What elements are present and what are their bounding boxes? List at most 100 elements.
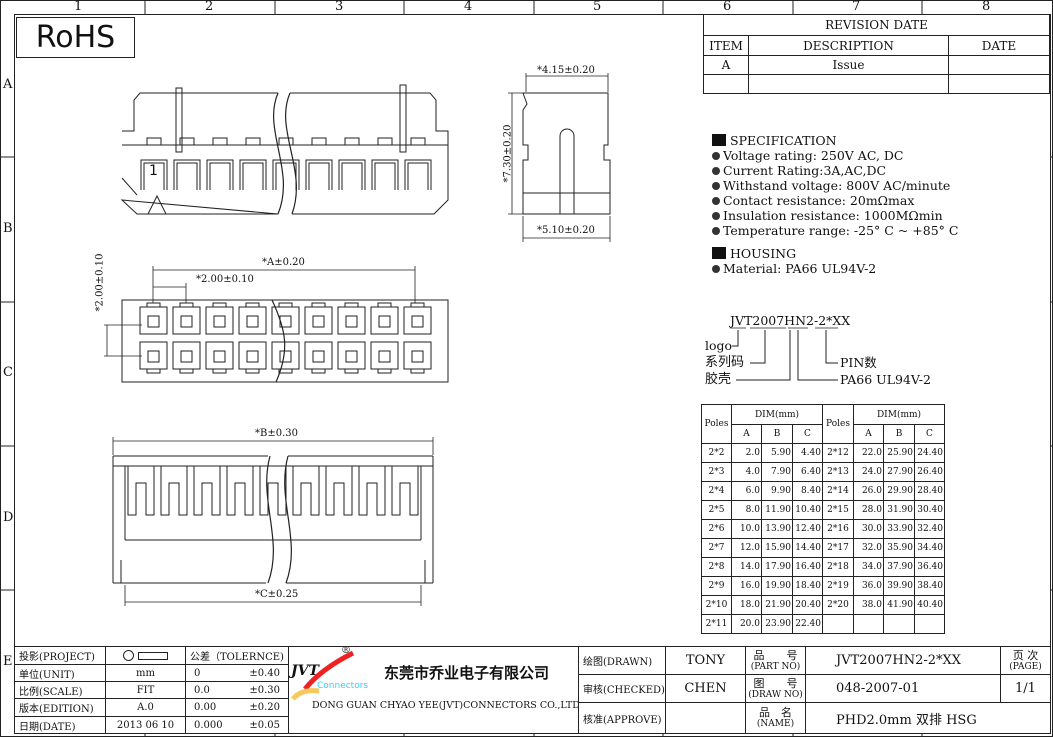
dim-value xyxy=(883,614,915,634)
dim-col-header: A xyxy=(853,424,884,444)
ruler-row-label: C xyxy=(3,365,13,380)
spec-item: Contact resistance: 20mΩmax xyxy=(712,193,958,208)
dim-value: 37.90 xyxy=(883,557,915,577)
housing-material: Material: PA66 UL94V-2 xyxy=(723,261,877,276)
dim-value: 7.90 xyxy=(761,462,793,482)
spec-item-text: Voltage rating: 250V AC, DC xyxy=(723,148,904,163)
part-code: JVT2007HN2-2*XX xyxy=(730,313,851,328)
dim-col-header: C xyxy=(792,424,823,444)
dim-row-pitch: *2.00±0.10 xyxy=(94,253,106,312)
spec-item-text: Temperature range: -25° C ~ +85° C xyxy=(723,223,959,238)
signoff-name xyxy=(665,702,746,734)
dim-value: 36.0 xyxy=(853,576,884,596)
dim-value: 4.40 xyxy=(792,443,823,463)
dim-value: 28.40 xyxy=(914,481,945,501)
title-value: mm xyxy=(105,664,186,682)
ruler-column-label: 6 xyxy=(723,0,732,14)
revision-description: Issue xyxy=(748,55,949,75)
title-label: 日期(DATE) xyxy=(14,716,106,734)
revision-header-item: ITEM xyxy=(703,35,749,56)
poles-value: 2*20 xyxy=(822,595,854,615)
tolerance-row: 0.0±0.30 xyxy=(185,681,289,699)
ruler-row-label: E xyxy=(3,654,13,669)
dim-value: 23.90 xyxy=(761,614,793,634)
poles-value: 2*6 xyxy=(701,519,732,539)
ruler-column-label: 7 xyxy=(852,0,861,14)
field-label-en: (PART NO) xyxy=(750,661,801,672)
company-name-cn: 东莞市乔业电子有限公司 xyxy=(384,664,550,682)
logo-text: JVT xyxy=(291,663,319,679)
dim-value: 25.90 xyxy=(883,443,915,463)
dim-value: 27.90 xyxy=(883,462,915,482)
dim-value: 19.90 xyxy=(761,576,793,596)
revision-item: A xyxy=(703,55,749,75)
signoff-label: 审核(CHECKED) xyxy=(578,674,666,703)
dim-value: 30.40 xyxy=(914,500,945,520)
bullet-icon xyxy=(712,265,720,273)
revision-header-description: DESCRIPTION xyxy=(748,35,949,56)
tolerance-row: 0.000 ±0.05 xyxy=(185,716,289,734)
title-value: A.0 xyxy=(105,698,186,717)
spec-item: Withstand voltage: 800V AC/minute xyxy=(712,178,958,193)
dim-value: 12.0 xyxy=(731,538,762,558)
revision-header-date: DATE xyxy=(948,35,1050,56)
poles-value: 2*5 xyxy=(701,500,732,520)
ruler-row-label: D xyxy=(3,510,14,525)
company-logo-area: JVT Connectors ® 东莞市乔业电子有限公司 DONG GUAN C… xyxy=(288,646,579,734)
dim-value: 24.0 xyxy=(853,462,884,482)
signoff-label: 绘图(DRAWN) xyxy=(578,646,666,675)
spec-item: Current Rating:3A,AC,DC xyxy=(712,163,958,178)
page-number: 1/1 xyxy=(1000,674,1051,703)
field-value: JVT2007HN2-2*XX xyxy=(805,646,1001,675)
dim-value: 21.90 xyxy=(761,595,793,615)
poles-header: Poles xyxy=(701,404,732,444)
ruler-row-label: B xyxy=(3,221,13,236)
poles-value: 2*4 xyxy=(701,481,732,501)
poles-value: 2*16 xyxy=(822,519,854,539)
dim-value xyxy=(914,614,945,634)
poles-value: 2*15 xyxy=(822,500,854,520)
poles-value: 2*10 xyxy=(701,595,732,615)
tolerance-value: ±0.20 xyxy=(249,702,280,713)
spec-title: SPECIFICATION xyxy=(730,133,837,148)
dim-value: 33.90 xyxy=(883,519,915,539)
dim-width-side: *4.15±0.20 xyxy=(537,65,595,76)
dim-value: 20.0 xyxy=(731,614,762,634)
title-label: 版本(EDITION) xyxy=(14,698,106,717)
field-label: 品 号(PART NO) xyxy=(745,646,806,675)
field-label-cn: 图 号 xyxy=(753,676,798,690)
bullet-icon xyxy=(712,212,720,220)
signoff-name: TONY xyxy=(665,646,746,675)
tolerance-precision: 0.000 xyxy=(194,719,223,731)
tolerance-row: 0 ±0.40 xyxy=(185,664,289,682)
title-label: 单位(UNIT) xyxy=(14,664,106,682)
bullet-icon xyxy=(712,197,720,205)
dim-pitch: *2.00±0.10 xyxy=(196,274,254,285)
dim-col-header: C xyxy=(914,424,945,444)
page-label-en: (PAGE) xyxy=(1009,661,1042,672)
title-value: FIT xyxy=(105,681,186,699)
dim-value: 6.0 xyxy=(731,481,762,501)
dim-value: 14.40 xyxy=(792,538,823,558)
field-label-en: (DRAW NO) xyxy=(748,689,803,700)
dim-value: 16.0 xyxy=(731,576,762,596)
dim-col-header: A xyxy=(731,424,762,444)
dim-value: 34.40 xyxy=(914,538,945,558)
poles-value: 2*2 xyxy=(701,443,732,463)
field-value: PHD2.0mm 双排 HSG xyxy=(805,702,1051,734)
spec-item-text: Current Rating:3A,AC,DC xyxy=(723,163,887,178)
tolerance-value: ±0.05 xyxy=(249,719,280,731)
ruler-column-label: 2 xyxy=(205,0,214,14)
dim-base-side: *5.10±0.20 xyxy=(537,225,595,236)
tolerance-precision: 0.0 xyxy=(194,684,210,696)
tolerance-label: 公差（TOLERNCE) xyxy=(185,646,289,665)
dim-col-header: B xyxy=(883,424,915,444)
poles-value: 2*19 xyxy=(822,576,854,596)
spec-item: Temperature range: -25° C ~ +85° C xyxy=(712,223,958,238)
dim-value: 15.90 xyxy=(761,538,793,558)
tolerance-precision: 0 xyxy=(194,667,201,679)
specification: SPECIFICATION Voltage rating: 250V AC, D… xyxy=(712,133,958,276)
field-label-cn: 品 号 xyxy=(753,648,798,662)
tolerance-value: ±0.40 xyxy=(249,667,280,679)
